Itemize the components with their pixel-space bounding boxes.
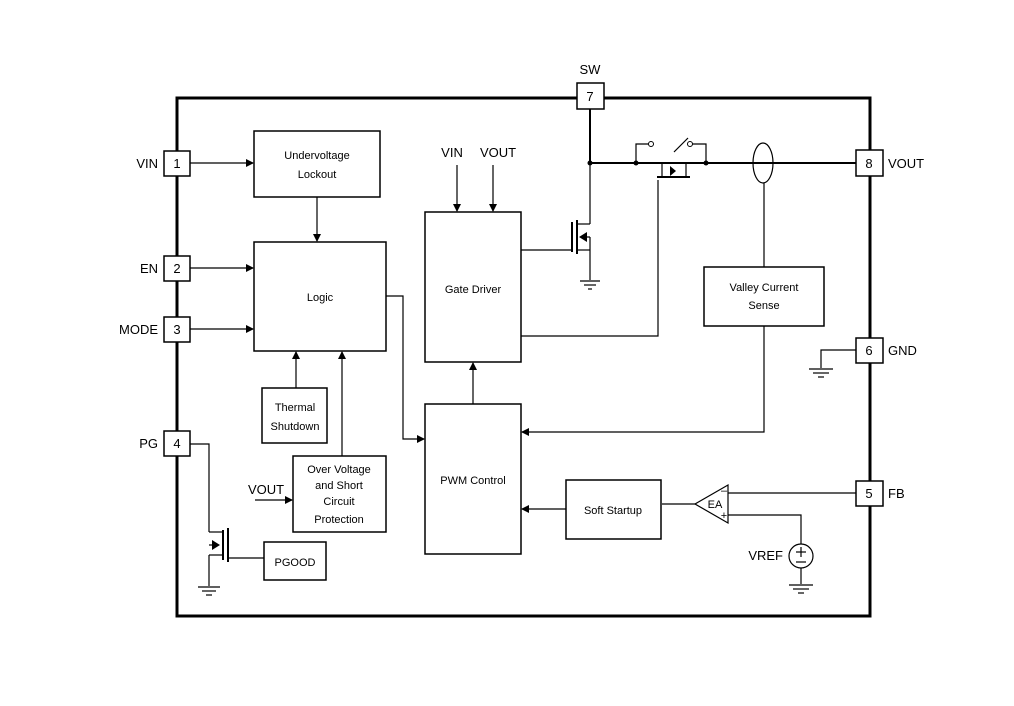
logic-block: Logic xyxy=(253,241,387,352)
gate-driver-vin-label: VIN xyxy=(441,145,463,160)
pin-5-fb: 5 FB xyxy=(855,480,905,507)
pin-2-en: 2 EN xyxy=(140,255,191,282)
pin-number: 1 xyxy=(173,156,180,171)
high-side-switch-icon xyxy=(633,137,709,178)
pwm-control-block: PWM Control xyxy=(424,403,522,555)
soft-startup-block: Soft Startup xyxy=(565,479,662,540)
block-label: Lockout xyxy=(298,169,337,181)
pin-number: 3 xyxy=(173,322,180,337)
pin-1-vin: 1 VIN xyxy=(136,150,191,177)
block-label: Valley Current xyxy=(730,282,799,294)
block-label: Thermal xyxy=(275,402,315,414)
block-label: Undervoltage xyxy=(284,150,349,162)
ground-icon xyxy=(789,584,813,594)
block-label: Soft Startup xyxy=(584,505,642,517)
block-label: PGOOD xyxy=(275,557,316,569)
block-label: Circuit xyxy=(323,496,354,508)
pin-number: 7 xyxy=(586,89,593,104)
gate-driver-vout-label: VOUT xyxy=(480,145,516,160)
low-side-nmos-icon xyxy=(571,220,591,280)
error-amplifier-icon: EA – + xyxy=(693,483,729,525)
pin-name: GND xyxy=(888,343,917,358)
signal-wires xyxy=(190,159,856,586)
pin-8-vout: 8 VOUT xyxy=(855,149,924,177)
pgood-block: PGOOD xyxy=(263,541,327,581)
block-label: Shutdown xyxy=(271,421,320,433)
pin-7-sw: 7 SW xyxy=(576,62,605,110)
pin-name: VIN xyxy=(136,156,158,171)
valley-current-sense-block: Valley Current Sense xyxy=(703,266,825,327)
ovp-vout-label: VOUT xyxy=(248,482,284,497)
thermal-shutdown-block: Thermal Shutdown xyxy=(261,387,328,444)
undervoltage-lockout-block: Undervoltage Lockout xyxy=(253,130,381,198)
pin-number: 6 xyxy=(865,343,872,358)
pin-name: MODE xyxy=(119,322,158,337)
block-label: Sense xyxy=(748,300,779,312)
block-label: Gate Driver xyxy=(445,284,502,296)
vref-label: VREF xyxy=(748,548,783,563)
pin-number: 4 xyxy=(173,436,180,451)
gate-driver-block: Gate Driver xyxy=(424,211,522,363)
current-sense-loop xyxy=(752,142,774,184)
ea-minus-label: – xyxy=(721,485,728,497)
block-label: PWM Control xyxy=(440,475,505,487)
block-label: Over Voltage xyxy=(307,464,371,476)
pin-name: PG xyxy=(139,436,158,451)
pin-6-gnd: 6 GND xyxy=(855,337,917,364)
power-path xyxy=(587,109,856,224)
pin-number: 2 xyxy=(173,261,180,276)
pin-name: SW xyxy=(580,62,602,77)
pgood-nmos-icon xyxy=(209,528,229,562)
pin-name: VOUT xyxy=(888,156,924,171)
block-label: and Short xyxy=(315,480,363,492)
pin-number: 5 xyxy=(865,486,872,501)
ea-label: EA xyxy=(708,499,723,511)
ground-icon xyxy=(198,586,220,596)
pin-number: 8 xyxy=(865,156,872,171)
ground-icon xyxy=(809,368,833,378)
block-label: Protection xyxy=(314,514,364,526)
pin-4-pg: 4 PG xyxy=(139,430,191,457)
ea-plus-label: + xyxy=(721,510,727,522)
over-voltage-protection-block: Over Voltage and Short Circuit Protectio… xyxy=(292,455,387,533)
pin-name: FB xyxy=(888,486,905,501)
pin-3-mode: 3 MODE xyxy=(119,316,191,343)
pin-name: EN xyxy=(140,261,158,276)
block-label: Logic xyxy=(307,292,334,304)
vref-source-icon xyxy=(788,543,814,569)
ground-icon xyxy=(580,280,600,290)
